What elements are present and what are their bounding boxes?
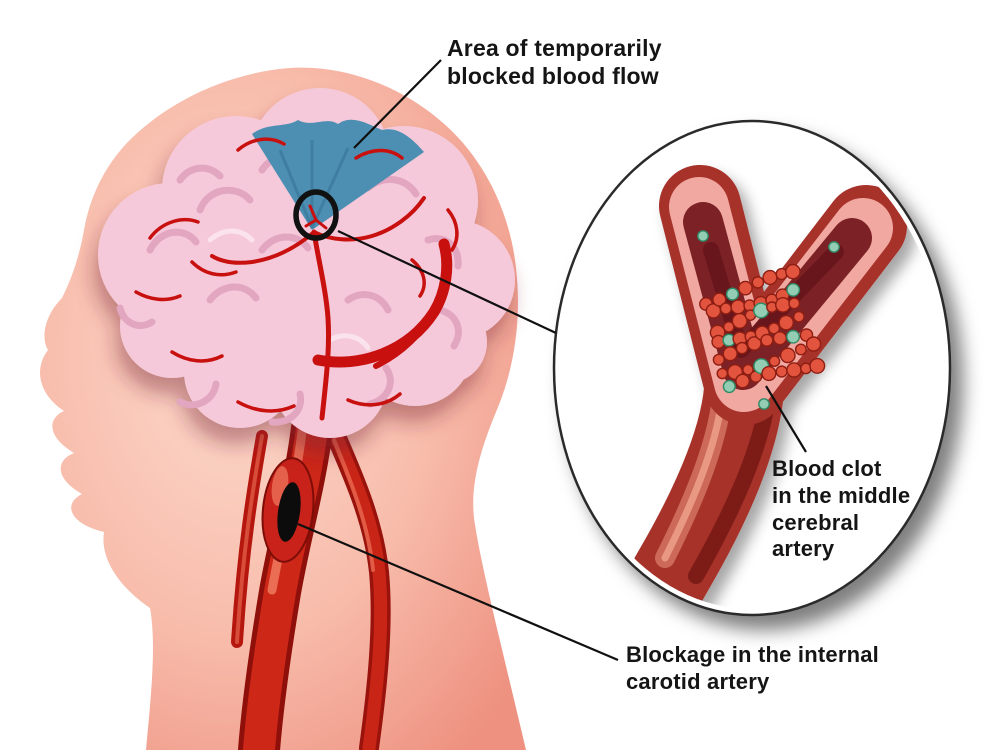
- blood-clot-cells: [697, 230, 840, 410]
- blocked-area: [252, 119, 424, 230]
- highlight-ring: [293, 189, 339, 241]
- brain-gyri: [116, 151, 462, 426]
- leader-line-blocked-flow: [353, 59, 442, 149]
- label-blockage: Blockage in the internal carotid artery: [626, 642, 879, 694]
- carotid-arteries: [231, 407, 391, 750]
- label-blocked-flow: Area of temporarily blocked blood flow: [447, 35, 662, 90]
- brain-arteries: [134, 137, 459, 421]
- carotid-blockage: [277, 482, 301, 542]
- leader-lines: [297, 59, 807, 662]
- leader-line-blockage: [297, 522, 619, 662]
- label-blood-clot: Blood clot in the middle cerebral artery: [772, 456, 911, 562]
- leader-line-blood-clot: [765, 385, 807, 453]
- leader-line-magnifier: [337, 230, 557, 334]
